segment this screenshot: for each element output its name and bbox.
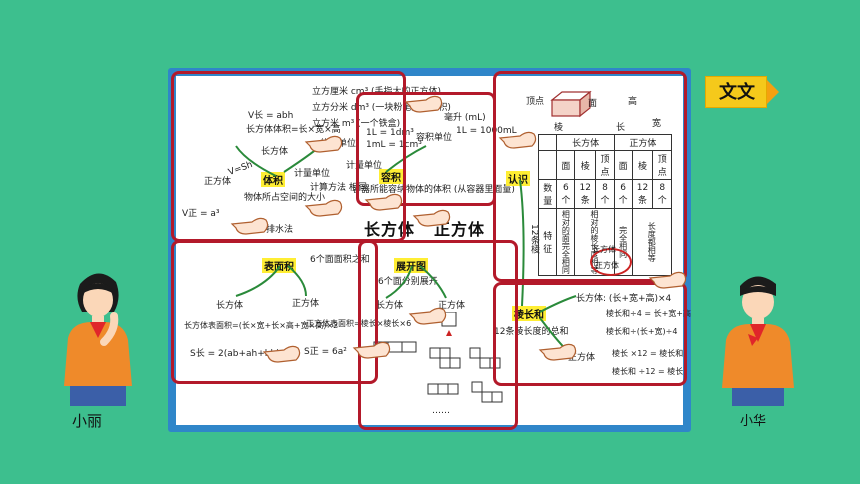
cuboid-icon (550, 90, 592, 118)
wenwen-button[interactable]: 文文 (705, 76, 767, 108)
edge-f4: 棱长 ×12 = 棱长和 (612, 349, 684, 358)
surface-s-rect: S长 = 2(ab+ah+bh) (190, 349, 280, 359)
ts-3: 顶点 (595, 150, 615, 180)
volume-note4: 排水法 (266, 225, 294, 235)
capacity-tag[interactable]: 容积 (379, 169, 403, 184)
edge-f2: 棱长和÷4 = 长+宽+高 (606, 309, 691, 318)
recognize-tag[interactable]: 认识 (506, 171, 530, 186)
pointing-hand-icon (352, 341, 391, 359)
feature-table: 长方体 正方体 面 棱 顶点 面 棱 顶点 数量 6个 12条 8个 6个 12… (537, 134, 673, 276)
rf-label: 特征 (537, 208, 558, 276)
recognize-vertex: 顶点 (526, 97, 545, 107)
recognize-width: 宽 (652, 119, 662, 129)
capacity-unit: 毫升 (mL) (444, 113, 486, 123)
pointing-hand-icon (364, 193, 403, 211)
pointing-hand-icon (648, 271, 687, 289)
surface-s-cube: S正 = 6a² (304, 347, 347, 357)
boy-character-illustration (722, 276, 794, 406)
pointing-hand-icon (498, 131, 537, 149)
highlight-box-edge-sum[interactable] (493, 282, 687, 386)
capacity-note2: 容器所能容纳物体的体积 (从容器里面量) (352, 185, 515, 195)
highlight-box-recognize[interactable] (493, 71, 687, 282)
volume-note1: 计量单位 (294, 169, 331, 179)
pointing-hand-icon (262, 345, 301, 363)
surface-cube-label: 正方体 (292, 299, 320, 309)
mind-map-board: 长方体 正方体 V长 = abh 长方体体积=长×宽×高 V=Sh 长方体 正方… (176, 76, 691, 425)
volume-formula-cube: V正 = a³ (182, 209, 220, 219)
volume-cube-label: 正方体 (204, 177, 232, 187)
recognize-edge: 棱 (554, 123, 564, 133)
pointing-hand-icon (412, 209, 451, 227)
special-relation-ellipse (590, 248, 632, 276)
rf-cube-edge: 长度都相等 (631, 208, 673, 276)
surface-rect-label: 长方体 (216, 301, 244, 311)
highlight-box-net[interactable] (358, 240, 518, 430)
recognize-face: 面 (588, 99, 598, 109)
surface-desc: 6个面面积之和 (310, 255, 370, 265)
edge-sum-tag[interactable]: 棱长和 (512, 306, 546, 321)
girl-character-illustration (64, 273, 132, 406)
edge-cube-label: 正方体 (568, 353, 596, 363)
unit-rate1: 1L = 1dm³ (366, 128, 414, 138)
net-desc: 6个面分别展开 (378, 277, 438, 287)
capacity-note: 计量单位 (346, 161, 383, 171)
rc-5: 12条 (631, 179, 654, 209)
right-character-name: 小华 (740, 414, 767, 429)
pointing-hand-icon (408, 307, 447, 325)
play-arrow-icon[interactable] (767, 80, 779, 104)
volume-note2: 计算方法 相同 (310, 183, 367, 193)
wenwen-button-label: 文文 (719, 82, 755, 103)
pointing-hand-icon (404, 95, 443, 113)
unit-rate3: 1L = 1000mL (456, 126, 517, 136)
volume-note3: 物体所占空间的大小 (244, 193, 326, 203)
special-bottom: 正方体 (595, 261, 619, 270)
unit-line2: 立方分米 dm³ (一块粉笔盒的体积) (312, 103, 451, 113)
volume-formula-rect2: 长方体体积=长×宽×高 (246, 125, 341, 135)
recognize-twelve-edges: 12条棱 (529, 224, 539, 254)
volume-tag[interactable]: 体积 (261, 172, 285, 187)
net-rect-label: 长方体 (376, 301, 404, 311)
net-cube-label: 正方体 (438, 301, 466, 311)
edge-sum-desc: 12条棱长度的总和 (494, 327, 569, 337)
volume-formula-rect: V长 = abh (248, 111, 294, 121)
pointing-hand-icon (230, 217, 269, 235)
capacity-unit-label: 容积单位 (416, 133, 453, 143)
special-top: 长方体 (592, 245, 616, 254)
surface-rect-formula: 长方体表面积=(长×宽+长×高+宽×高)×2 (184, 321, 339, 330)
pointing-hand-icon (304, 135, 343, 153)
board-title-right: 正方体 (434, 220, 486, 239)
net-dots: …… (432, 406, 450, 416)
recognize-height: 高 (628, 97, 638, 107)
unit-rate2: 1mL = 1cm³ (366, 140, 422, 150)
highlight-box-surface[interactable] (171, 240, 378, 384)
left-character-name: 小丽 (72, 412, 103, 430)
pointing-hand-icon (538, 343, 577, 361)
edge-f3: 棱长和÷(长+宽)÷4 (606, 327, 678, 336)
edge-f5: 棱长和 ÷12 = 棱长 (612, 367, 684, 376)
volume-rect-label: 长方体 (261, 147, 289, 157)
edge-f1: 长方体: (长+宽+高)×4 (576, 294, 672, 304)
recognize-length: 长 (616, 123, 626, 133)
pointing-hand-icon (304, 199, 343, 217)
